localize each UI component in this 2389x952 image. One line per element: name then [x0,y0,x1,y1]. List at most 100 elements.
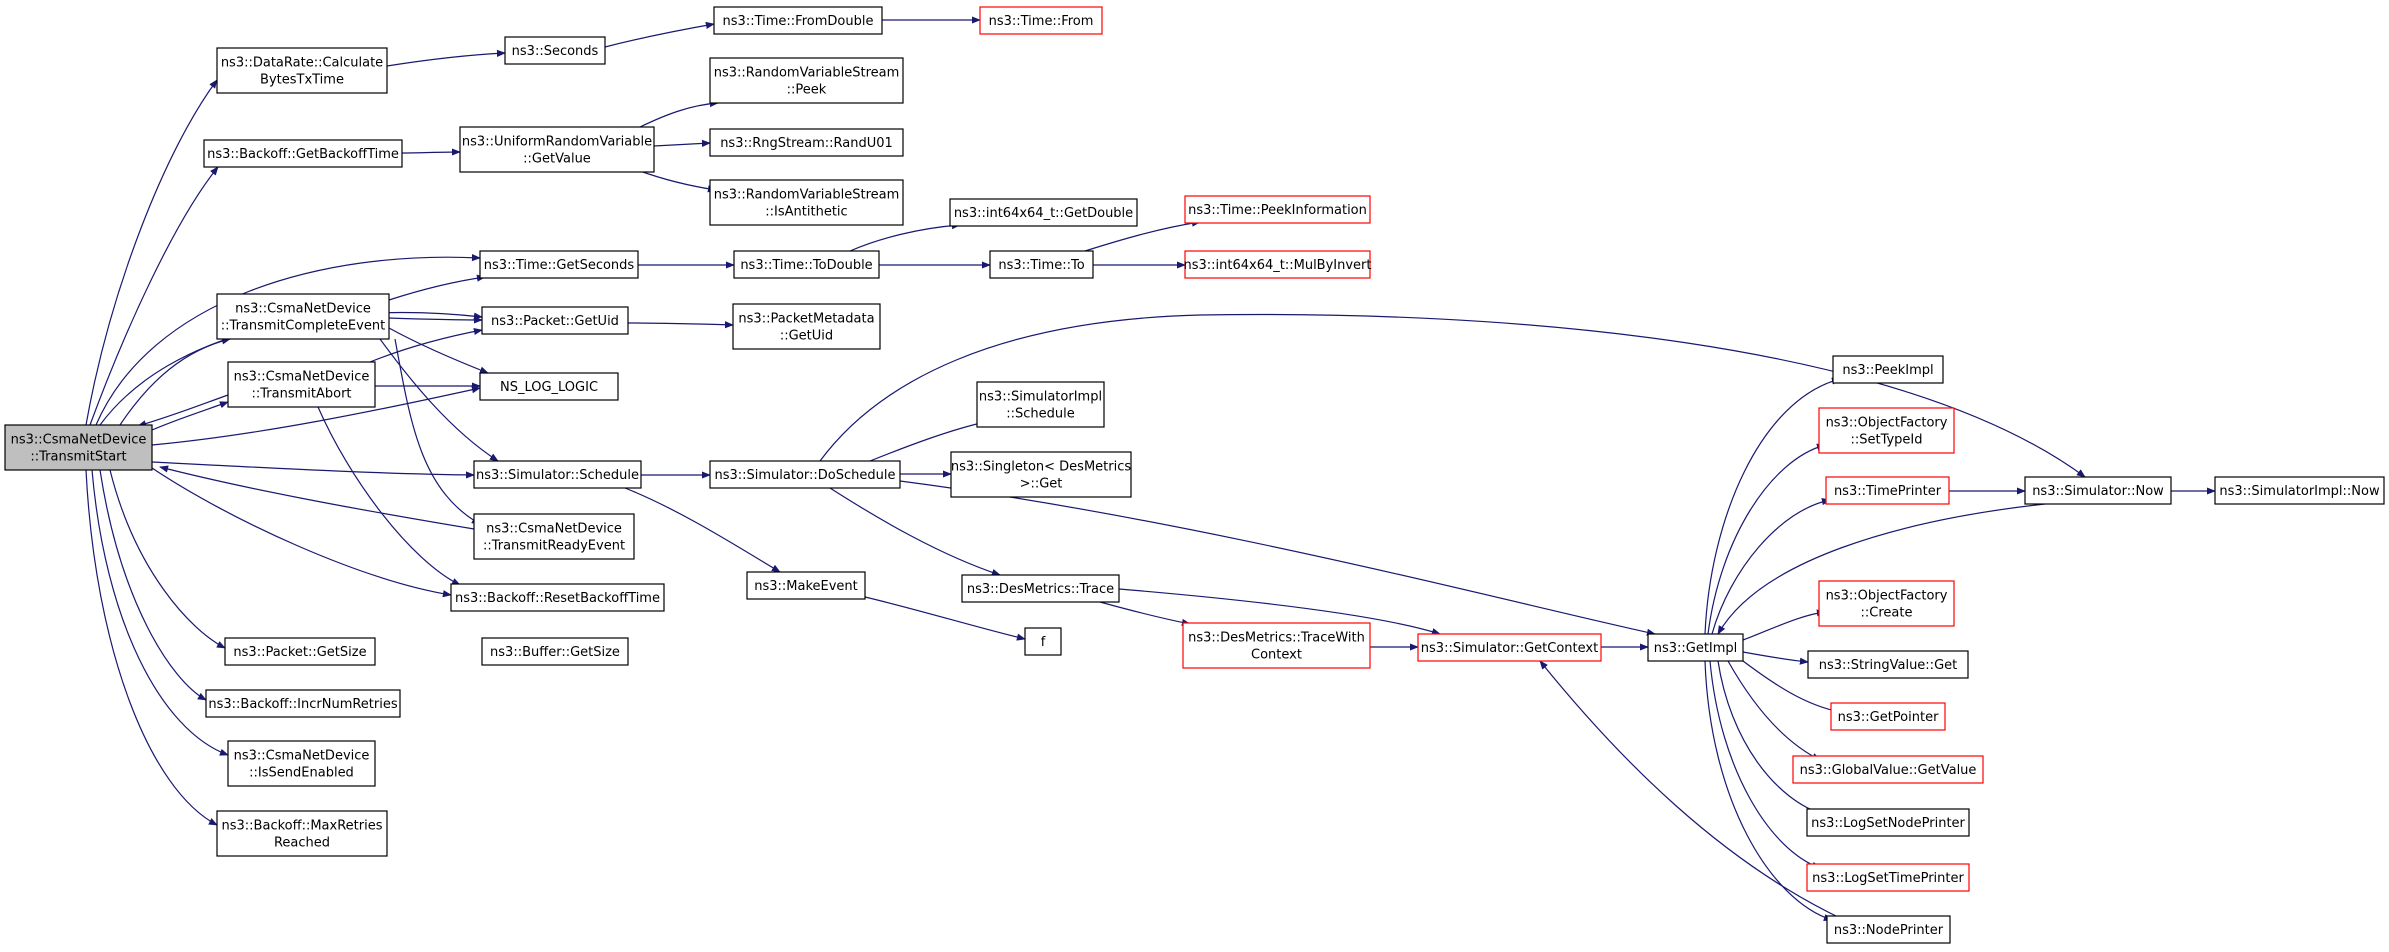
node-todouble[interactable]: ns3::Time::ToDouble [733,250,880,279]
edge-getimpl-to-nodeprinter [1704,660,1833,921]
node-label: ns3::Time::GetSeconds [484,258,635,273]
node-box [216,293,390,340]
node-lognodeprinter[interactable]: ns3::LogSetNodePrinter [1806,808,1970,837]
node-box [473,513,635,560]
node-issend[interactable]: ns3::CsmaNetDevice::IsSendEnabled [227,740,376,787]
node-buffergetsize[interactable]: ns3::Buffer::GetSize [481,637,629,666]
node-label: ns3::Time::ToDouble [740,258,872,273]
node-box [4,424,153,471]
edge-getimpl-to-strget [1742,651,1809,665]
node-label: ns3::PeekImpl [1842,363,1933,378]
node-label: NS_LOG_LOGIC [500,380,598,395]
node-implnow[interactable]: ns3::SimulatorImpl::Now [2214,476,2385,505]
node-getdouble[interactable]: ns3::int64x64_t::GetDouble [949,198,1138,227]
node-label: ::TransmitCompleteEvent [221,319,385,334]
edge-calc-to-seconds [386,49,506,67]
node-desmtrace[interactable]: ns3::DesMetrics::Trace [961,574,1120,603]
node-txready[interactable]: ns3::CsmaNetDevice::TransmitReadyEvent [473,513,635,560]
node-pmgetuid[interactable]: ns3::PacketMetadata::GetUid [732,303,881,350]
edge-makeevent-to-f [864,596,1026,641]
node-getuid[interactable]: ns3::Packet::GetUid [481,306,629,335]
node-resetbackoff[interactable]: ns3::Backoff::ResetBackoffTime [450,583,665,612]
node-label: ns3::Time::From [989,14,1094,29]
node-nslog[interactable]: NS_LOG_LOGIC [479,372,619,401]
node-label: ns3::GlobalValue::GetValue [1800,763,1977,778]
node-box [205,689,401,718]
node-from[interactable]: ns3::Time::From [979,6,1103,35]
edge-txcomplete-to-getuid [388,316,483,324]
node-label: ns3::DesMetrics::Trace [967,582,1114,597]
node-urv[interactable]: ns3::UniformRandomVariable::GetValue [459,126,655,173]
node-doschedule[interactable]: ns3::Simulator::DoSchedule [709,460,901,489]
node-box [203,139,403,168]
node-ofcreate[interactable]: ns3::ObjectFactory::Create [1818,580,1955,627]
node-box [227,740,376,787]
node-label: ns3::CsmaNetDevice [234,749,370,764]
node-to[interactable]: ns3::Time::To [989,250,1094,279]
node-label: ns3::ObjectFactory [1826,416,1948,431]
node-box [979,6,1103,35]
node-mulbyinv[interactable]: ns3::int64x64_t::MulByInvert [1183,250,1372,279]
node-txcomplete[interactable]: ns3::CsmaNetDevice::TransmitCompleteEven… [216,293,390,340]
edge-todouble-to-getdouble [849,222,961,252]
node-gvgetvalue[interactable]: ns3::GlobalValue::GetValue [1792,755,1984,784]
node-getbackoff[interactable]: ns3::Backoff::GetBackoffTime [203,139,403,168]
node-box [950,451,1132,498]
node-label: ns3::RandomVariableStream [714,66,900,81]
node-peekimpl[interactable]: ns3::PeekImpl [1832,355,1944,384]
node-isanti[interactable]: ns3::RandomVariableStream::IsAntithetic [709,179,904,226]
node-label: ::GetValue [523,152,591,167]
node-makeevent[interactable]: ns3::MakeEvent [746,571,866,600]
edge-to-to-peekinfo [1084,219,1201,252]
node-singleton[interactable]: ns3::Singleton< DesMetrics >::Get [950,451,1132,498]
node-randu01[interactable]: ns3::RngStream::RandU01 [709,128,904,157]
node-fromdouble[interactable]: ns3::Time::FromDouble [713,6,883,35]
node-getimpl[interactable]: ns3::GetImpl [1647,633,1744,662]
node-peekinfo[interactable]: ns3::Time::PeekInformation [1184,195,1371,224]
node-implsched[interactable]: ns3::SimulatorImpl::Schedule [976,381,1105,428]
node-start[interactable]: ns3::CsmaNetDevice::TransmitStart [4,424,153,471]
edge-txabort-to-getuid [369,327,483,363]
node-label: ns3::SimulatorImpl::Now [2219,484,2380,499]
node-label: ns3::MakeEvent [754,579,858,594]
node-box [1417,633,1602,662]
node-txabort[interactable]: ns3::CsmaNetDevice::TransmitAbort [227,361,376,408]
node-label: BytesTxTime [260,73,344,88]
node-simnow[interactable]: ns3::Simulator::Now [2024,476,2172,505]
node-logtimeprinter[interactable]: ns3::LogSetTimePrinter [1806,863,1970,892]
node-incrretries[interactable]: ns3::Backoff::IncrNumRetries [205,689,401,718]
node-label: ::Peek [787,83,827,98]
node-label: ns3::Backoff::MaxRetries [222,819,383,834]
node-f[interactable]: f [1024,627,1062,656]
node-box [1647,633,1744,662]
node-getseconds[interactable]: ns3::Time::GetSeconds [479,250,639,279]
node-box [1184,195,1371,224]
edge-txabort-to-resetbackoff [317,406,461,586]
node-label: ns3::DesMetrics::TraceWith [1188,631,1365,646]
node-label: ::TransmitAbort [251,387,351,402]
node-strget[interactable]: ns3::StringValue::Get [1807,650,1969,679]
edge-start-to-schedule [151,461,475,479]
node-box [459,126,655,173]
edge-getimpl-to-settypeid [1707,443,1826,635]
node-timeprinter[interactable]: ns3::TimePrinter [1825,476,1950,505]
node-label: ns3::Packet::GetSize [233,645,366,660]
node-schedule[interactable]: ns3::Simulator::Schedule [473,460,642,489]
node-seconds[interactable]: ns3::Seconds [504,36,606,65]
node-peek[interactable]: ns3::RandomVariableStream::Peek [709,57,904,104]
edge-doschedule-to-desmtrace [829,487,1001,576]
edge-urv-to-isanti [639,170,717,193]
node-nodeprinter[interactable]: ns3::NodePrinter [1826,915,1951,944]
node-box [227,361,376,408]
node-settypeid[interactable]: ns3::ObjectFactory::SetTypeId [1818,407,1955,454]
edge-txready-to-start [159,465,475,530]
edge-doschedule-to-getimpl [899,480,1656,636]
node-getsize[interactable]: ns3::Packet::GetSize [224,637,376,666]
node-getcontext[interactable]: ns3::Simulator::GetContext [1417,633,1602,662]
node-box [709,57,904,104]
node-getpointer[interactable]: ns3::GetPointer [1830,702,1946,731]
